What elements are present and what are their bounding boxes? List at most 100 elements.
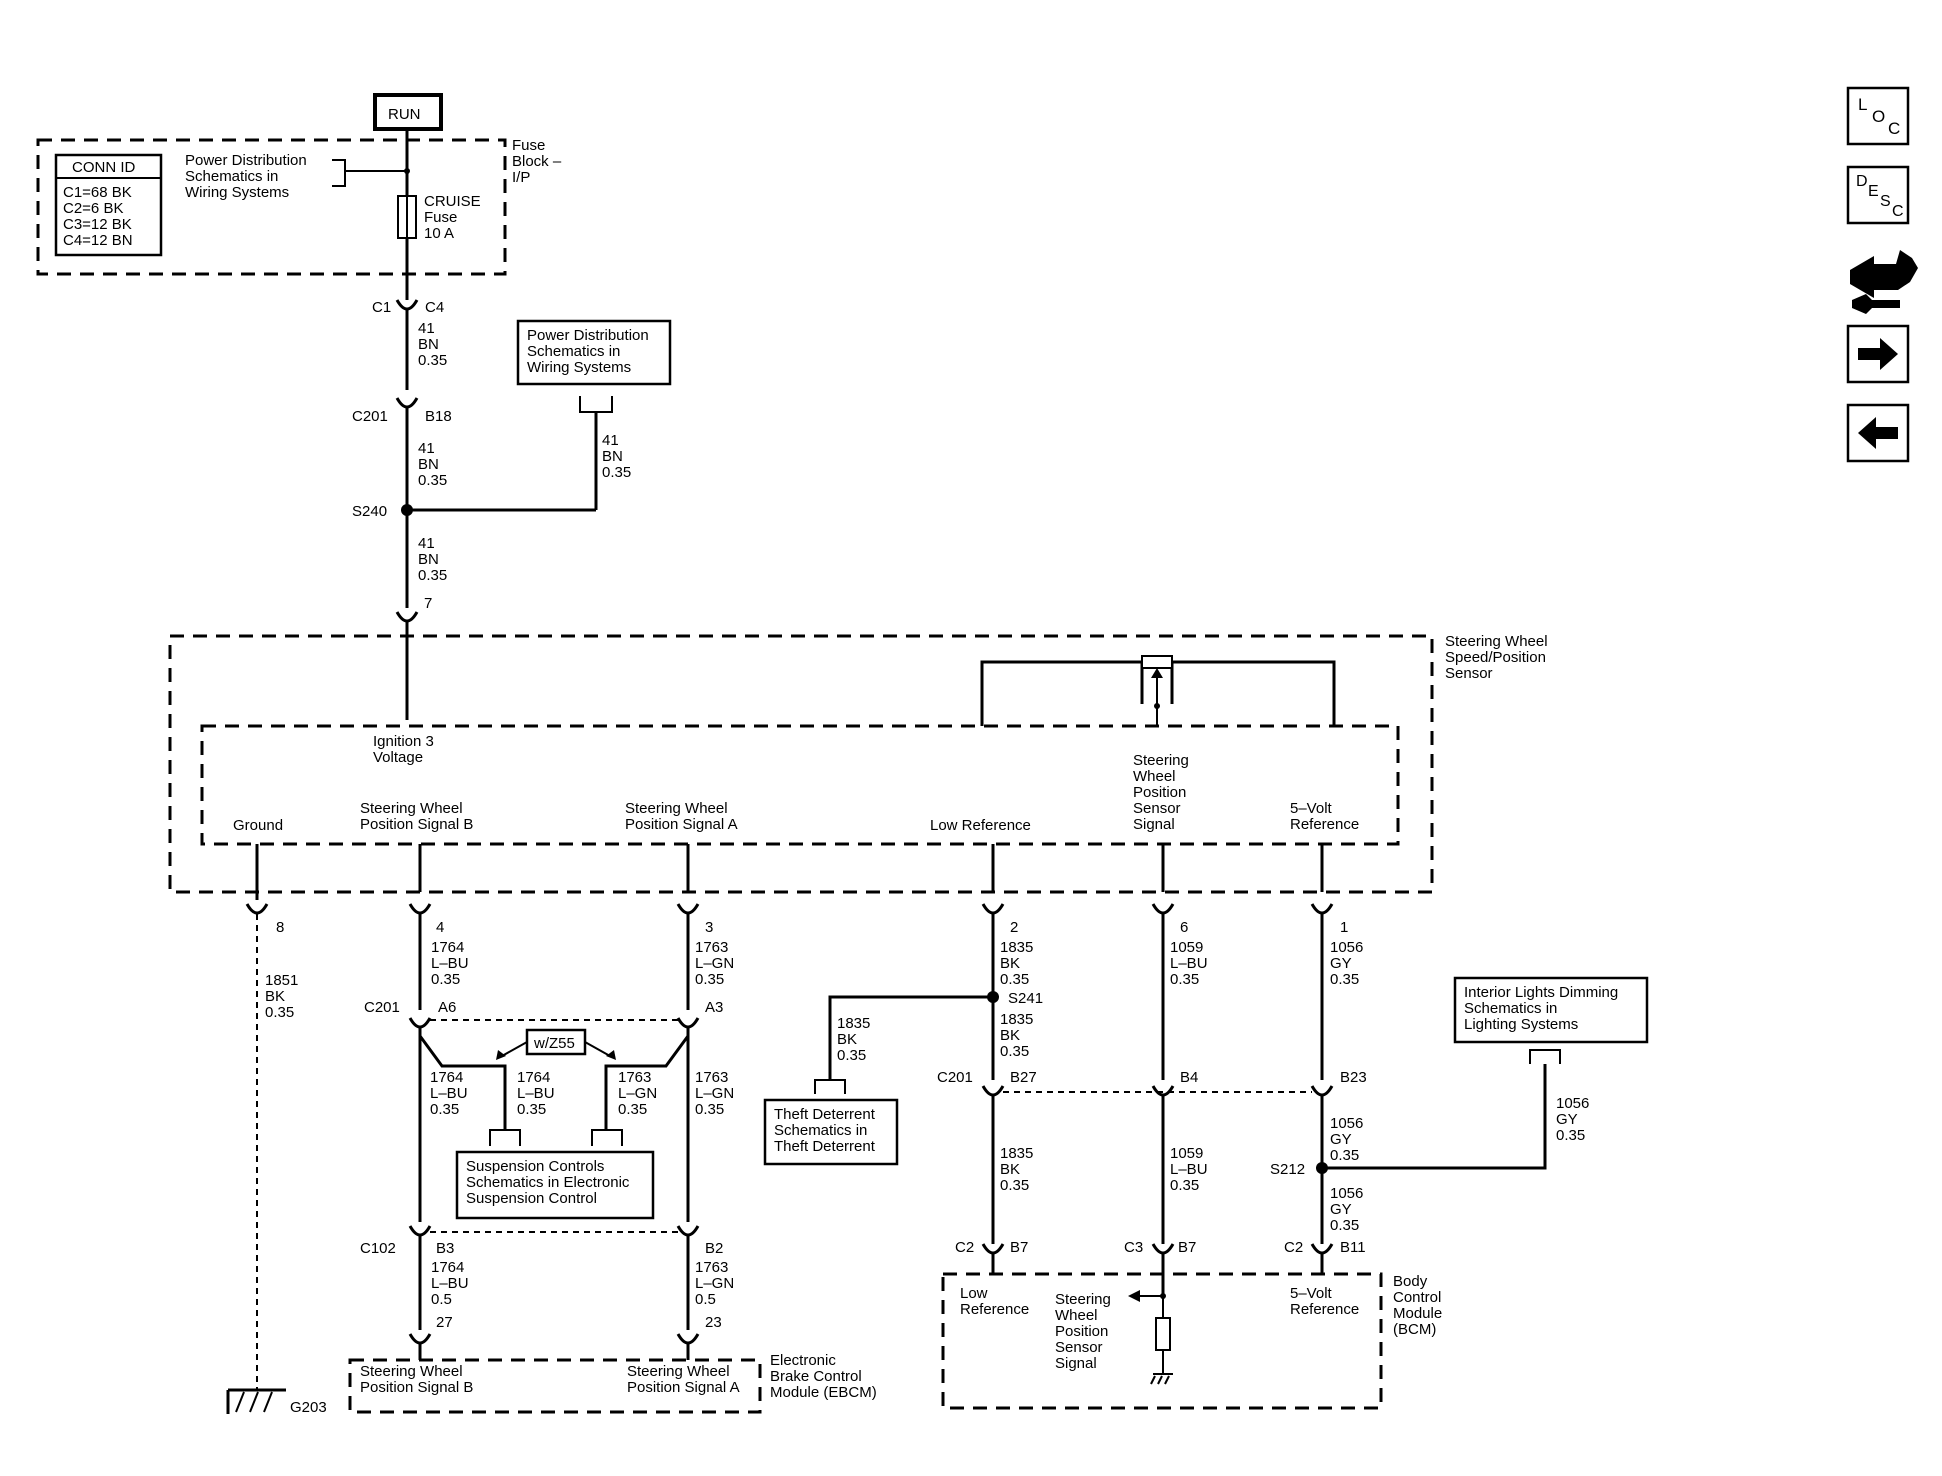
wire-1835-c-color: BK [1000, 1161, 1020, 1178]
pin-1-label: 1 [1340, 919, 1348, 936]
wire-1056-a-size: 0.35 [1330, 971, 1359, 988]
wire-41-b: 41 [418, 440, 435, 457]
ebcm-label-3: Module (EBCM) [770, 1384, 877, 1401]
wire-1763-b-size: 0.35 [618, 1101, 647, 1118]
pin-8-label: 8 [276, 919, 284, 936]
wire-1056-a-color: GY [1330, 955, 1352, 972]
arrow-right-icon [1858, 338, 1898, 370]
wire-1763-d-color: L–GN [695, 1275, 734, 1292]
power-distribution-ref-1[interactable]: Power Distribution Schematics in Wiring … [185, 152, 307, 201]
pd-ref-2-line-1: Power Distribution [527, 327, 649, 344]
wire-1835-b-color: BK [1000, 1027, 1020, 1044]
wire-1764-c-size: 0.35 [517, 1101, 546, 1118]
bcm-5v-reference-label-2: Reference [1290, 1301, 1359, 1318]
wire-1764-a: 1764 [431, 939, 464, 956]
wire-1056-c-size: 0.35 [1330, 1217, 1359, 1234]
pin-6-label: 6 [1180, 919, 1188, 936]
sensor-inner-outline [200, 724, 1400, 846]
g203-label: G203 [290, 1399, 327, 1416]
theft-deterrent-ref[interactable] [763, 1098, 899, 1166]
c4-label: C4 [425, 299, 444, 316]
cruise-fuse-word: Fuse [424, 209, 457, 226]
conn-id-c2: C2=6 BK [63, 200, 123, 217]
ground-label: Ground [233, 817, 283, 834]
wire-1835-t: 1835 [837, 1015, 870, 1032]
wire-1764-d: 1764 [431, 1259, 464, 1276]
wire-1056-r-size: 0.35 [1556, 1127, 1585, 1144]
pin-7-label: 7 [424, 595, 432, 612]
b11-label: B11 [1340, 1239, 1366, 1256]
wire-1056-r-color: GY [1556, 1111, 1578, 1128]
conn-id-c4: C4=12 BN [63, 232, 133, 249]
b3-label: B3 [436, 1240, 454, 1257]
s241-label: S241 [1008, 990, 1043, 1007]
low-reference-label: Low Reference [930, 817, 1031, 834]
next-button[interactable] [1846, 324, 1910, 384]
wire-41-c-color: BN [418, 551, 439, 568]
bcm-sensor-signal-label-3: Position [1055, 1323, 1108, 1340]
loc-button[interactable]: L O C [1846, 86, 1910, 146]
c201-low-label: C201 [937, 1069, 973, 1086]
svg-text:Power Distribution: Power Distribution [185, 152, 307, 169]
pin-2-label: 2 [1010, 919, 1018, 936]
c1-label: C1 [372, 299, 391, 316]
cruise-fuse-label: CRUISE [424, 193, 481, 210]
svg-text:E: E [1868, 183, 1879, 200]
conn-id-c1: C1=68 BK [63, 184, 132, 201]
bcm-low-reference-label: Low [960, 1285, 988, 1302]
b27-label: B27 [1010, 1069, 1037, 1086]
wire-1835-c: 1835 [1000, 1145, 1033, 1162]
wire-1835-c-size: 0.35 [1000, 1177, 1029, 1194]
wire-1056-b-size: 0.35 [1330, 1147, 1359, 1164]
wire-1764-a-size: 0.35 [431, 971, 460, 988]
wire-1056-c-color: GY [1330, 1201, 1352, 1218]
wire-1763-a: 1763 [695, 939, 728, 956]
bcm-low-reference-label-2: Reference [960, 1301, 1029, 1318]
wire-1851: 1851 [265, 972, 298, 989]
c2-b-label: C2 [1284, 1239, 1303, 1256]
wire-41-a: 41 [418, 320, 435, 337]
desc-button[interactable]: D E S C [1846, 165, 1910, 225]
wire-1763-d-size: 0.5 [695, 1291, 716, 1308]
a6-label: A6 [438, 999, 456, 1016]
susp-ref-line-2: Schematics in Electronic [466, 1174, 630, 1191]
wire-1763-b: 1763 [618, 1069, 651, 1086]
fuse-block-label-3: I/P [512, 169, 530, 186]
theft-ref-line-2: Schematics in [774, 1122, 867, 1139]
conn-id-box [54, 153, 163, 257]
swps-a-label-2: Position Signal A [625, 816, 738, 833]
5v-reference-label-2: Reference [1290, 816, 1359, 833]
back-button[interactable] [1846, 403, 1910, 463]
svg-text:D: D [1856, 173, 1868, 190]
s212-label: S212 [1270, 1161, 1305, 1178]
5v-reference-label: 5–Volt [1290, 800, 1333, 817]
connector-wrench-button[interactable] [1850, 250, 1918, 314]
fuse-block-outline [36, 138, 507, 276]
ebcm-label-2: Brake Control [770, 1368, 862, 1385]
ignition-voltage-label-2: Voltage [373, 749, 423, 766]
bcm-label-4: (BCM) [1393, 1321, 1436, 1338]
pin-4-label: 4 [436, 919, 444, 936]
bcm-sensor-signal-label-5: Signal [1055, 1355, 1097, 1372]
wire-1764-b: 1764 [430, 1069, 463, 1086]
ild-ref-line-1: Interior Lights Dimming [1464, 984, 1618, 1001]
wire-1056-r: 1056 [1556, 1095, 1589, 1112]
swps-signal-label-5: Signal [1133, 816, 1175, 833]
suspension-controls-ref[interactable] [455, 1150, 655, 1220]
c2-a-label: C2 [955, 1239, 974, 1256]
c201-mid-label: C201 [364, 999, 400, 1016]
potentiometer-symbol [1141, 655, 1173, 669]
wire-1763-c: 1763 [695, 1069, 728, 1086]
wrench-icon [1852, 294, 1900, 314]
power-distribution-ref-2[interactable] [516, 319, 672, 386]
ild-ref-line-3: Lighting Systems [1464, 1016, 1578, 1033]
arrow-left-icon [1858, 417, 1898, 449]
wire-1835-b-size: 0.35 [1000, 1043, 1029, 1060]
interior-lights-dimming-ref[interactable] [1453, 976, 1649, 1044]
fuse-block-label: Fuse [512, 137, 545, 154]
wire-1763-a-color: L–GN [695, 955, 734, 972]
wire-1763-c-color: L–GN [695, 1085, 734, 1102]
steering-wheel-sensor-outline [168, 634, 1434, 894]
wire-1059-a-color: L–BU [1170, 955, 1208, 972]
bcm-5v-reference-label: 5–Volt [1290, 1285, 1333, 1302]
